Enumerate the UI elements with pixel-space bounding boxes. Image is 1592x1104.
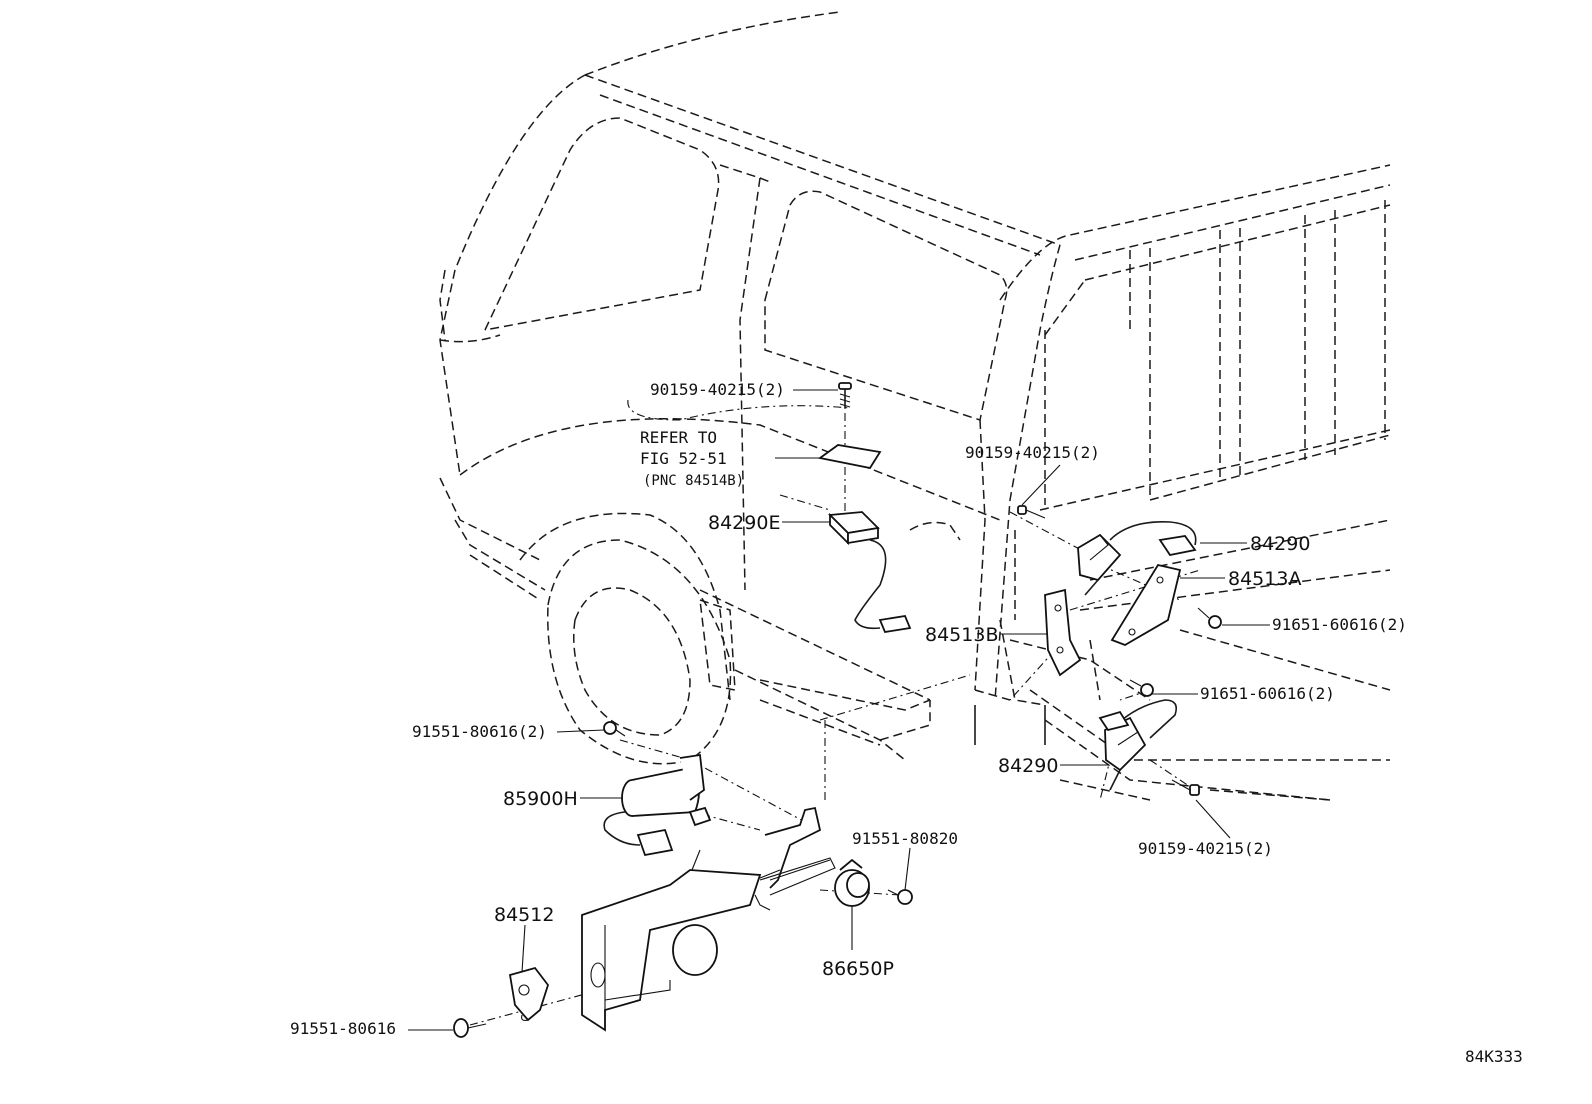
refer-note-line1: REFER TO: [640, 428, 717, 447]
bracket-plate-top: [817, 444, 882, 470]
callout-84513a: 84513A: [1228, 568, 1301, 590]
bracket-84512: [508, 966, 550, 1022]
callout-86650p: 86650P: [822, 958, 894, 980]
screw-91651-bottom: [1129, 679, 1154, 697]
callout-85900h: 85900H: [503, 788, 578, 810]
callout-bolt-90159-top: 90159-40215(2): [650, 380, 785, 399]
callout-bolt-91551-80616: 91551-80616: [290, 1019, 396, 1038]
callout-bolt-91551-80820: 91551-80820: [852, 829, 958, 848]
part-callouts: 90159-40215(2) 84290E 90159-40215(2) 842…: [290, 380, 1407, 1038]
callout-screw-91651-bottom: 91651-60616(2): [1200, 684, 1335, 703]
bracket-84513a: [1110, 563, 1182, 646]
callout-84290e: 84290E: [708, 512, 780, 534]
relay-85900h: [603, 753, 712, 857]
bolt-90159-right-top: [1017, 505, 1046, 519]
leader-lines: [408, 389, 1270, 1031]
bolt-90159-top: [838, 382, 852, 408]
callout-84290-top: 84290: [1250, 533, 1310, 555]
callout-screw-91651-top: 91651-60616(2): [1272, 615, 1407, 634]
bolt-91551-80820: [887, 889, 913, 905]
lower-panel-bracket: [581, 869, 762, 1032]
screw-91651-top: [1197, 607, 1222, 629]
vehicle-outline: [439, 11, 1391, 801]
refer-note-line2: FIG 52-51: [640, 449, 727, 468]
bolt-91551-upper: [603, 721, 626, 737]
callout-84290-bottom: 84290: [998, 755, 1058, 777]
refer-note-line3: (PNC 84514B): [643, 473, 744, 489]
bolt-90159-right-bottom: [1171, 779, 1200, 796]
switch-84290e: [828, 511, 912, 634]
buzzer-86650p: [834, 858, 870, 907]
switch-84290-bottom: [1098, 699, 1178, 791]
bolt-91551-lower: [453, 1018, 487, 1038]
callout-bolt-90159-right-bottom: 90159-40215(2): [1138, 839, 1273, 858]
refer-note: REFER TO FIG 52-51 (PNC 84514B): [640, 428, 744, 489]
mounting-bracket-center: [689, 806, 836, 911]
callout-84513b: 84513B: [925, 624, 998, 646]
bracket-84513b: [1044, 588, 1082, 677]
callout-bolt-91551-2: 91551-80616(2): [412, 722, 547, 741]
callout-bolt-90159-right-top: 90159-40215(2): [965, 443, 1100, 462]
switch-84290-top: [1077, 521, 1197, 596]
callout-84512: 84512: [494, 904, 554, 926]
figure-code: 84K333: [1465, 1047, 1523, 1066]
projection-lines: [469, 395, 1201, 1026]
